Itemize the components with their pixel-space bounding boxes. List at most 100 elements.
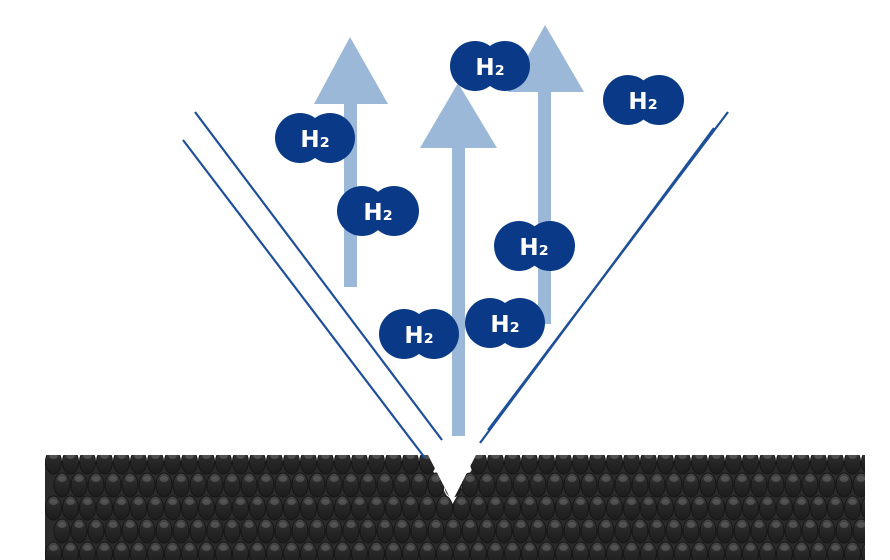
metal-ridge-highlight	[525, 499, 534, 505]
metal-ridge-highlight	[831, 455, 840, 459]
metal-ridge-highlight	[397, 522, 407, 528]
metal-ridge-highlight	[397, 476, 407, 482]
metal-ridge-highlight	[610, 499, 619, 505]
metal-ridge	[96, 455, 113, 475]
metal-ridge-highlight	[236, 499, 245, 505]
metal-ridge	[555, 455, 572, 475]
metal-ridge-highlight	[516, 476, 526, 482]
metal-ridge	[606, 455, 623, 475]
metal-ridge-highlight	[499, 522, 509, 528]
metal-ridge	[249, 455, 266, 475]
metal-ridge-highlight	[134, 545, 143, 551]
metal-ridge-highlight	[270, 455, 279, 459]
metal-ridge-highlight	[482, 476, 492, 482]
metal-ridge-highlight	[355, 455, 364, 459]
metal-ridge-highlight	[380, 522, 390, 528]
metal-ridge-highlight	[780, 499, 789, 505]
metal-ridge	[368, 455, 385, 475]
metal-ridge-highlight	[91, 522, 101, 528]
metal-ridge-highlight	[601, 476, 611, 482]
metal-ridge-highlight	[814, 545, 823, 551]
crack-line-left-outer	[182, 139, 426, 459]
metal-ridge-highlight	[652, 522, 662, 528]
metal-ridge	[385, 455, 402, 475]
metal-ridge	[215, 455, 232, 475]
metal-ridge	[640, 455, 657, 475]
metal-ridge-highlight	[363, 522, 373, 528]
metal-ridge-highlight	[729, 455, 738, 459]
metal-ridge-highlight	[287, 545, 296, 551]
molecule-label: H₂	[300, 127, 329, 153]
metal-ridge	[79, 455, 96, 475]
metal-ridge-highlight	[117, 455, 126, 459]
crack-lines	[182, 111, 729, 459]
metal-ridge-highlight	[516, 522, 526, 528]
metal-ridge-highlight	[210, 522, 220, 528]
crack-line-left-inner	[194, 111, 443, 441]
metal-ridge-highlight	[746, 499, 755, 505]
metal-ridge-highlight	[83, 499, 92, 505]
metal-ridge-highlight	[550, 522, 560, 528]
metal-ridge-highlight	[202, 455, 211, 459]
metal-ridge-highlight	[695, 455, 704, 459]
metal-ridge-highlight	[610, 455, 619, 459]
metal-ridge-highlight	[482, 522, 492, 528]
metal-ridge	[147, 455, 164, 475]
metal-ridge	[861, 455, 865, 475]
metal-ridge-highlight	[780, 545, 789, 551]
metal-ridge-highlight	[304, 455, 313, 459]
metal-ridge-highlight	[227, 476, 237, 482]
metal-ridge-highlight	[771, 476, 781, 482]
metal-ridge-highlight	[440, 499, 449, 505]
metal-ridge-highlight	[559, 545, 568, 551]
metal-ridge-highlight	[737, 476, 747, 482]
metal-ridge-highlight	[83, 455, 92, 459]
metal-ridge-highlight	[372, 455, 381, 459]
metal-ridge-highlight	[372, 499, 381, 505]
metal-ridge-highlight	[151, 545, 160, 551]
metal-ridge-highlight	[661, 455, 670, 459]
metal-ridge	[861, 495, 865, 521]
metal-ridge	[623, 455, 640, 475]
metal-ridge-highlight	[686, 476, 696, 482]
metal-ridge-highlight	[474, 545, 483, 551]
metal-ridge-highlight	[49, 455, 58, 459]
metal-ridge-highlight	[856, 476, 865, 482]
metal-ridge-highlight	[678, 499, 687, 505]
metal-ridge-highlight	[176, 476, 186, 482]
metal-ridge	[793, 455, 810, 475]
metal-ridge-highlight	[125, 476, 135, 482]
metal-ridge-highlight	[406, 455, 415, 459]
metal-ridge-highlight	[848, 545, 857, 551]
metal-ridge-highlight	[831, 545, 840, 551]
metal-ridge-highlight	[720, 522, 730, 528]
metal-ridge-highlight	[159, 476, 169, 482]
metal-ridge	[130, 455, 147, 475]
metal-ridge-highlight	[66, 455, 75, 459]
metal-ridge	[674, 455, 691, 475]
metal-ridge-highlight	[219, 455, 228, 459]
metal-ridge-highlight	[389, 499, 398, 505]
metal-ridge-highlight	[236, 545, 245, 551]
metal-ridge-highlight	[669, 476, 679, 482]
metal-ridge-highlight	[329, 476, 339, 482]
metal-ridge-highlight	[423, 545, 432, 551]
metal-ridge-highlight	[117, 545, 126, 551]
metal-ridge-highlight	[746, 455, 755, 459]
metal-ridge-highlight	[176, 522, 186, 528]
metal-ridge-highlight	[729, 499, 738, 505]
metal-ridge-highlight	[763, 455, 772, 459]
metal-ridge-highlight	[227, 522, 237, 528]
metal-ridge-highlight	[465, 476, 475, 482]
metal-ridge	[776, 455, 793, 475]
metal-ridge-highlight	[729, 545, 738, 551]
metal-ridge-highlight	[168, 499, 177, 505]
metal-ridge-highlight	[720, 476, 730, 482]
metal-ridge-highlight	[219, 499, 228, 505]
metal-ridge-highlight	[295, 522, 305, 528]
metal-ridge-highlight	[66, 499, 75, 505]
metal-ridge-highlight	[338, 455, 347, 459]
metal-ridge-highlight	[321, 545, 330, 551]
metal-ridge-highlight	[763, 499, 772, 505]
metal-ridge-highlight	[848, 499, 857, 505]
